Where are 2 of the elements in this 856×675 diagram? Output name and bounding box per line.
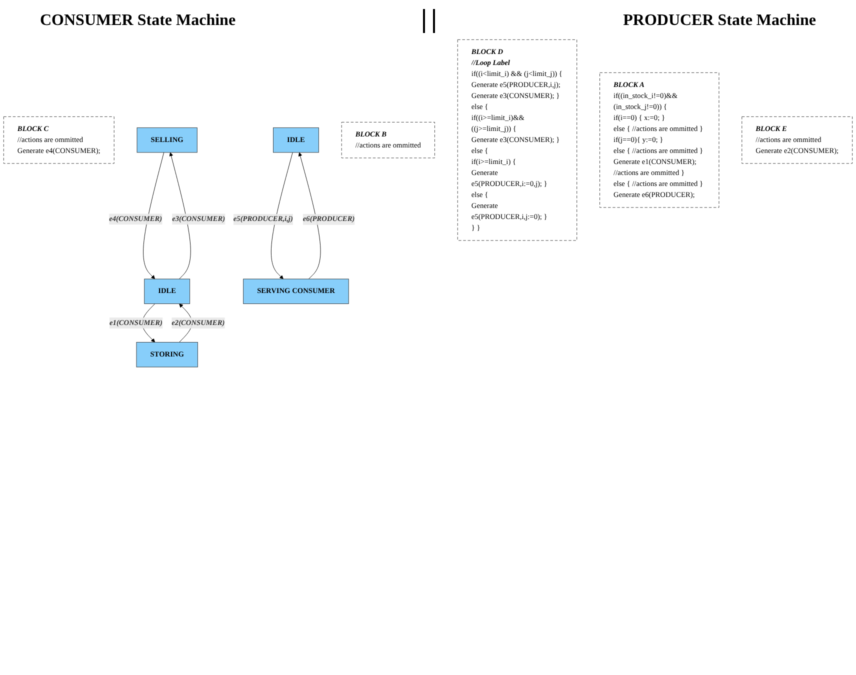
- section-heading: CONSUMER State Machine: [40, 12, 236, 30]
- section-heading: PRODUCER State Machine: [623, 12, 816, 30]
